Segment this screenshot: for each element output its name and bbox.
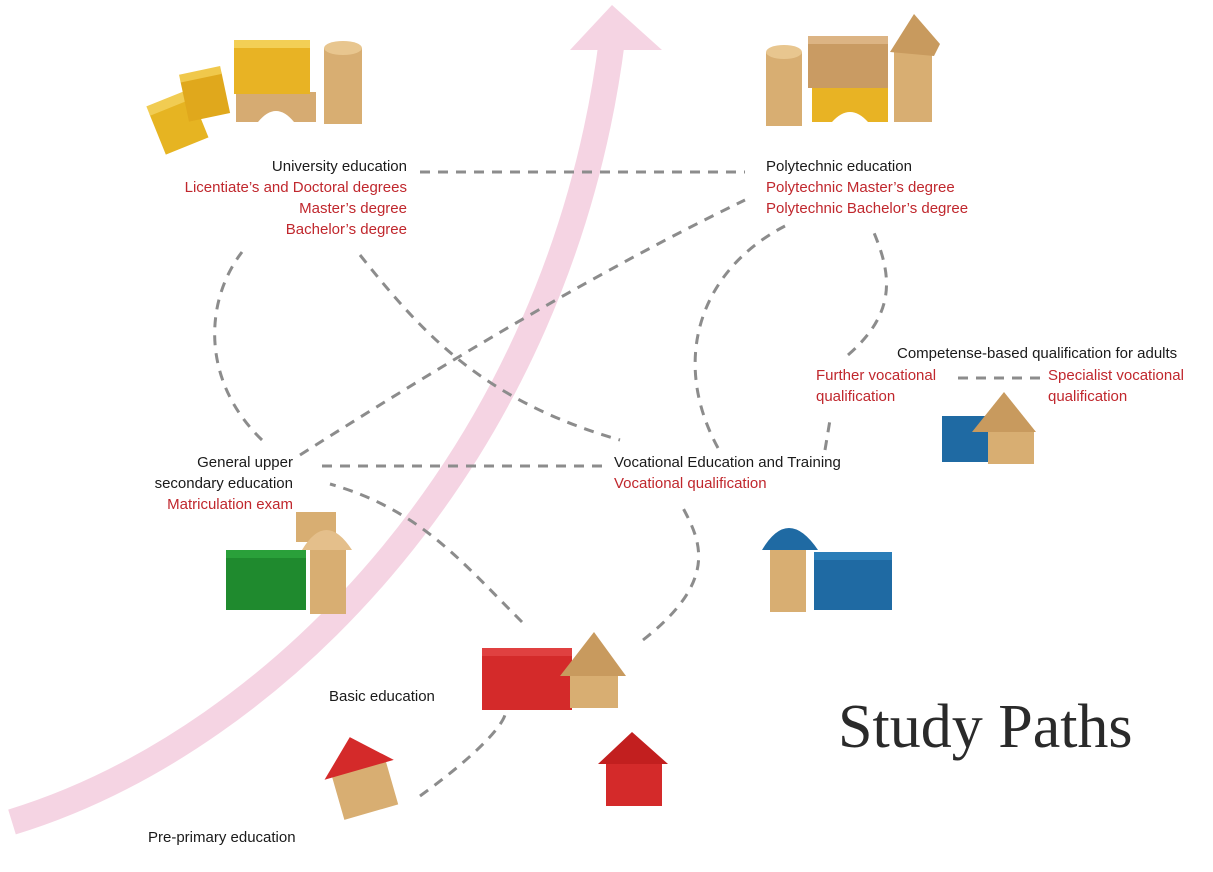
preprimary-name: Pre-primary education xyxy=(148,829,296,846)
specialist-vocational-label: Specialist vocational qualification xyxy=(1048,365,1184,407)
general-upper-name: secondary education xyxy=(154,475,293,492)
progression-arrow xyxy=(8,5,662,835)
preprimary-blocks-illustration xyxy=(324,732,668,820)
polytechnic-degree: Polytechnic Bachelor’s degree xyxy=(766,200,969,217)
connector-general-polytechnic xyxy=(299,198,746,457)
university-blocks-illustration xyxy=(146,40,362,155)
university-node: University education Licentiate’s and Do… xyxy=(185,156,407,240)
polytechnic-name: Polytechnic education xyxy=(766,158,912,175)
university-degree: Master’s degree xyxy=(299,200,407,217)
preprimary-node: Pre-primary education xyxy=(148,827,296,848)
connector-basic-vocational xyxy=(642,507,701,642)
connector-vocational-competence xyxy=(823,419,832,451)
further-vocational-line: qualification xyxy=(816,388,896,405)
basic-node: Basic education xyxy=(329,686,435,707)
basic-blocks-illustration xyxy=(482,632,626,710)
vocational-qualification: Vocational qualification xyxy=(614,475,767,492)
competence-blocks-illustration xyxy=(942,392,1036,464)
specialist-vocational-line: Specialist vocational xyxy=(1048,367,1184,384)
basic-name: Basic education xyxy=(329,688,435,705)
general-upper-name: General upper xyxy=(197,454,293,471)
polytechnic-blocks-illustration xyxy=(766,14,940,126)
connector-preprimary-basic xyxy=(419,714,507,798)
path-connectors xyxy=(213,170,1043,798)
university-name: University education xyxy=(271,158,407,175)
connector-basic-general xyxy=(329,482,524,624)
connector-general-university xyxy=(213,251,264,442)
further-vocational-label: Further vocational qualification xyxy=(816,365,936,407)
vocational-name: Vocational Education and Training xyxy=(614,454,841,471)
connector-vocational-polytechnic xyxy=(693,224,786,449)
competence-node-title: Competense-based qualification for adult… xyxy=(897,343,1177,364)
university-degree: Licentiate’s and Doctoral degrees xyxy=(184,179,407,196)
university-degree: Bachelor’s degree xyxy=(285,221,407,238)
vocational-blocks-illustration xyxy=(762,528,892,612)
general-upper-node: General upper secondary education Matric… xyxy=(155,452,293,515)
competence-name: Competense-based qualification for adult… xyxy=(897,345,1178,362)
further-vocational-line: Further vocational xyxy=(816,367,937,384)
general-upper-qualification: Matriculation exam xyxy=(167,496,293,513)
polytechnic-node: Polytechnic education Polytechnic Master… xyxy=(766,156,968,219)
general-upper-blocks-illustration xyxy=(226,512,352,614)
specialist-vocational-line: qualification xyxy=(1048,388,1128,405)
connector-vocational-university xyxy=(358,254,621,442)
connector-competence-polytechnic xyxy=(847,227,889,357)
polytechnic-degree: Polytechnic Master’s degree xyxy=(766,179,955,196)
diagram-title: Study Paths xyxy=(838,693,1133,761)
vocational-node: Vocational Education and Training Vocati… xyxy=(614,452,841,494)
